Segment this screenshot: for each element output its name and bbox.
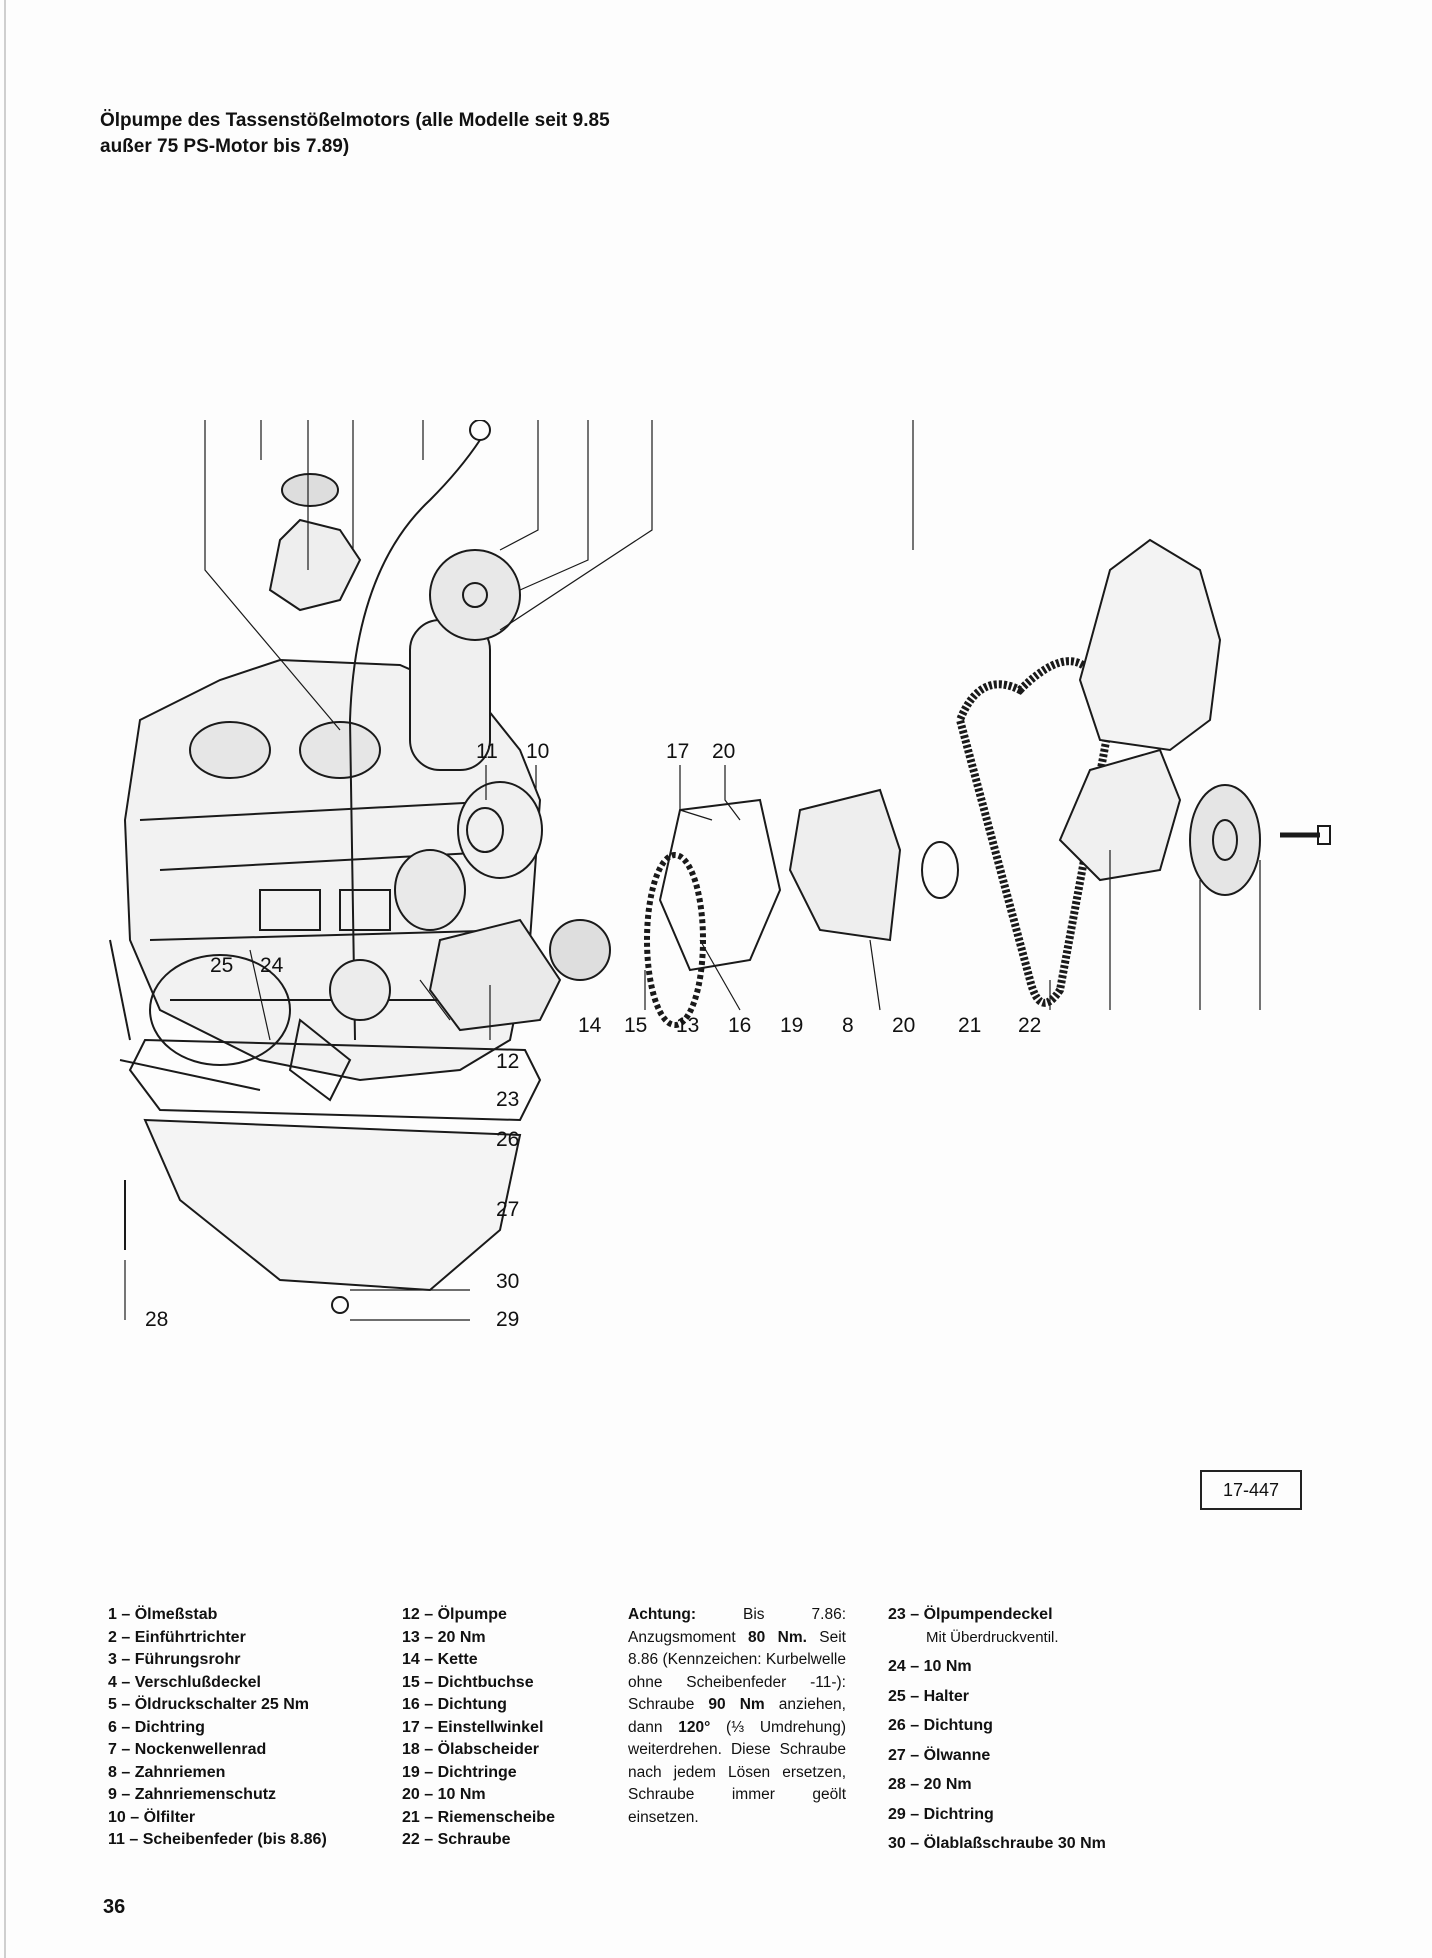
pan-gasket-drawing: [128, 1038, 542, 1122]
callout-11: 11: [476, 740, 498, 763]
callout-21: 21: [958, 1014, 981, 1037]
callout-17: 17: [666, 740, 689, 763]
legend-item: 30 – Ölablaßschraube 30 Nm: [888, 1835, 1106, 1852]
callout-24: 24: [260, 954, 284, 977]
legend-item: 12 – Ölpumpe: [402, 1606, 507, 1623]
callout-14: 14: [578, 1014, 602, 1037]
note-text-3: anziehen, dann: [628, 1696, 846, 1736]
oil-filter-drawing: [457, 781, 543, 879]
engine-exploded-drawing: 6 4 5 3 2 1 6 7 18 9 11 10 17 20 25 24 1…: [109, 360, 1331, 1331]
legend-item-label: 23 – Ölpumpendeckel: [888, 1606, 1053, 1623]
legend-item: 28 – 20 Nm: [888, 1776, 972, 1793]
callout-23: 23: [496, 1088, 519, 1111]
legend-item: 23 – Ölpumpendeckel Mit Überdruckventil.: [888, 1604, 1168, 1649]
legend-item: 6 – Dichtring: [108, 1718, 205, 1736]
title-line-1: Ölpumpe des Tassenstößelmotors (alle Mod…: [100, 110, 610, 131]
page-title: Ölpumpe des Tassenstößelmotors (alle Mod…: [100, 108, 610, 160]
callout-15: 15: [624, 1014, 647, 1037]
title-line-2: außer 75 PS-Motor bis 7.89): [100, 136, 350, 157]
exploded-view-figure: 6 4 5 3 2 1 6 7 18 9 11 10 17 20 25 24 1…: [100, 360, 1350, 1570]
legend-item: 4 – Verschlußdeckel: [108, 1673, 261, 1691]
note-torque-2: 90 Nm: [708, 1696, 765, 1713]
legend-item: 22 – Schraube: [402, 1831, 511, 1848]
callout-16: 16: [728, 1014, 751, 1037]
callout-22: 22: [1018, 1014, 1041, 1037]
legend-item: 11 – Scheibenfeder (bis 8.86): [108, 1831, 327, 1848]
callout-27: 27: [496, 1198, 519, 1221]
legend-column-2: 12 – Ölpumpe 13 – 20 Nm 14 – Kette 15 – …: [402, 1604, 612, 1852]
oil-pump-drawing: [288, 918, 611, 1102]
legend-item-subtext: Mit Überdruckventil.: [926, 1628, 1059, 1646]
belt-guard-drawing: [1078, 538, 1222, 752]
legend-item: 18 – Ölabscheider: [402, 1741, 539, 1758]
page-number: 36: [103, 1896, 126, 1918]
chain-drawing: [644, 852, 706, 1028]
callout-28: 28: [145, 1308, 168, 1331]
callout-20b: 20: [892, 1014, 915, 1037]
seal-housing-drawing: [788, 788, 902, 942]
callout-26: 26: [496, 1128, 519, 1151]
legend-item: 19 – Dichtringe: [402, 1763, 517, 1781]
legend-item: 25 – Halter: [888, 1687, 969, 1705]
timing-belt-drawing: [955, 657, 1115, 1007]
callout-19: 19: [780, 1014, 803, 1037]
callout-29: 29: [496, 1308, 519, 1331]
legend-item: 9 – Zahnriemenschutz: [108, 1786, 277, 1803]
camshaft-gear-drawing: [429, 549, 521, 641]
legend-item: 26 – Dichtung: [888, 1717, 993, 1734]
note-torque-1: 80 Nm.: [748, 1628, 807, 1646]
note-label: Achtung:: [628, 1606, 697, 1623]
torque-note: Achtung: Bis 7.86: Anzugsmoment 80 Nm. S…: [628, 1604, 846, 1829]
legend-item: 16 – Dichtung: [402, 1696, 507, 1713]
pulley-drawing: [1189, 784, 1261, 896]
callout-8: 8: [842, 1014, 854, 1037]
callout-10: 10: [526, 740, 549, 763]
note-text-1: Bis 7.86: Anzugsmoment: [628, 1606, 847, 1646]
note-text-4: (⅓ Umdrehung) weiterdrehen. Diese Schrau…: [628, 1718, 846, 1826]
legend-item: 2 – Einführtrichter: [108, 1628, 246, 1646]
legend-item: 7 – Nockenwellenrad: [108, 1741, 267, 1758]
legend-column-1: 1 – Ölmeßstab 2 – Einführtrichter 3 – Fü…: [108, 1604, 398, 1852]
legend-item: 8 – Zahnriemen: [108, 1763, 226, 1781]
legend-item: 24 – 10 Nm: [888, 1658, 972, 1675]
legend-item: 15 – Dichtbuchse: [402, 1673, 534, 1691]
legend-item: 14 – Kette: [402, 1651, 478, 1668]
note-angle: 120°: [678, 1718, 711, 1736]
figure-number: 17-447: [1200, 1470, 1302, 1510]
legend-item: 3 – Führungsrohr: [108, 1651, 241, 1668]
gasket-drawing: [658, 798, 782, 972]
legend-item: 21 – Riemenscheibe: [402, 1808, 555, 1826]
legend-item: 27 – Ölwanne: [888, 1746, 991, 1764]
page-edge: [4, 0, 6, 1958]
callout-13: 13: [676, 1014, 699, 1037]
callout-20a: 20: [712, 740, 735, 763]
legend-item: 29 – Dichtring: [888, 1805, 994, 1823]
note-text-2: Seit 8.86 (Kennzeichen: Kurbelwelle ohne…: [628, 1628, 846, 1714]
legend-item: 10 – Ölfilter: [108, 1808, 196, 1826]
legend-column-4: 23 – Ölpumpendeckel Mit Überdruckventil.…: [888, 1604, 1168, 1863]
oil-pan-drawing: [143, 1118, 522, 1292]
dipstick-drawing: [348, 439, 481, 1041]
legend-item: 17 – Einstellwinkel: [402, 1718, 544, 1736]
legend-item: 20 – 10 Nm: [402, 1786, 486, 1803]
legend-item: 13 – 20 Nm: [402, 1628, 486, 1646]
legend-item: 1 – Ölmeßstab: [108, 1606, 218, 1623]
callout-25: 25: [210, 954, 233, 977]
legend-item: 5 – Öldruckschalter 25 Nm: [108, 1696, 309, 1713]
callout-12: 12: [496, 1050, 519, 1073]
callout-30: 30: [496, 1270, 519, 1293]
